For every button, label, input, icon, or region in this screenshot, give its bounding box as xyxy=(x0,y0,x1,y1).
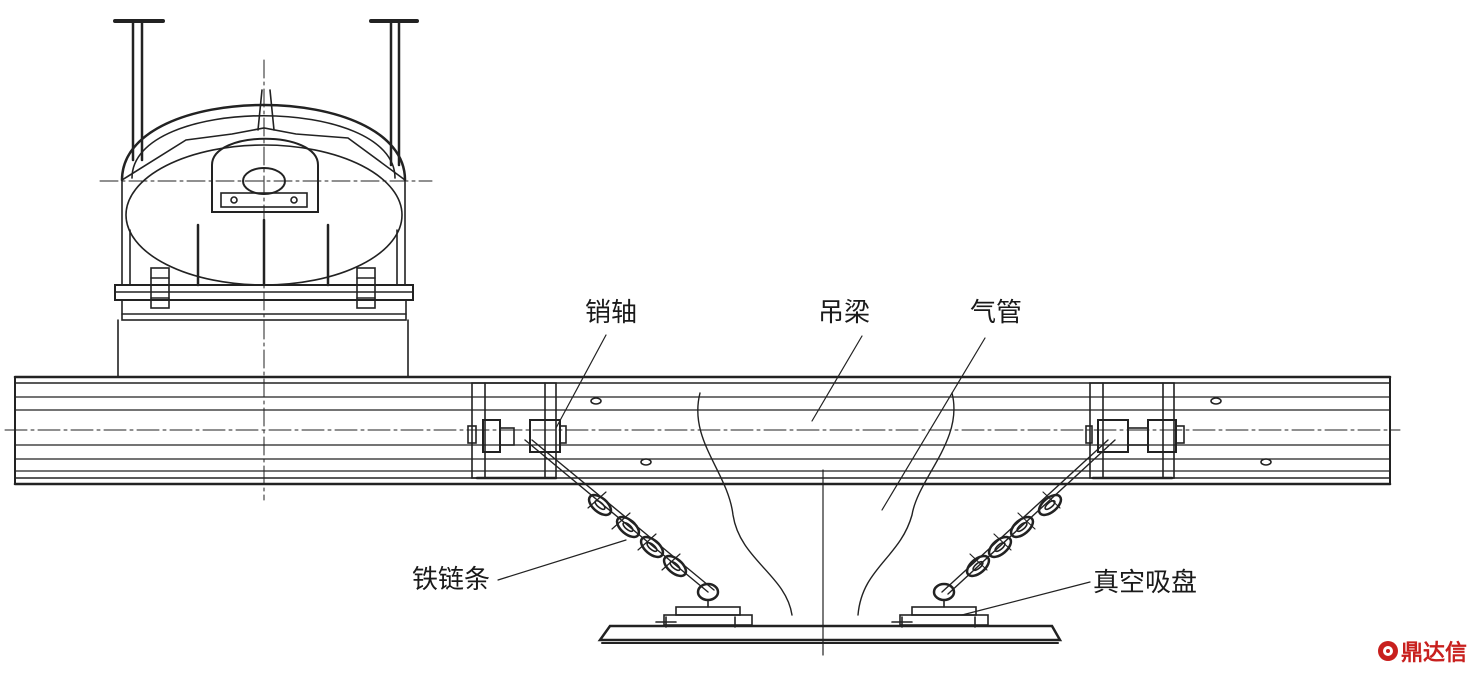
right-chain xyxy=(941,439,1116,595)
air-pipe xyxy=(697,392,955,656)
watermark: 鼎达信 xyxy=(1378,635,1467,667)
right-pin-bracket xyxy=(1085,382,1185,480)
leader-lines xyxy=(497,334,1091,616)
chain-label: 铁链条 xyxy=(412,565,491,595)
trolley xyxy=(99,19,433,501)
sucker-label: 真空吸盘 xyxy=(1093,568,1198,598)
lifting-beam xyxy=(4,375,1401,486)
vacuum-sucker xyxy=(597,582,1063,644)
watermark-text: 鼎达信 xyxy=(1401,641,1468,666)
logo-icon xyxy=(1378,641,1398,661)
left-chain xyxy=(524,439,715,593)
pipe-label: 气管 xyxy=(970,298,1023,328)
left-pin-bracket xyxy=(467,382,567,480)
beam-label: 吊梁 xyxy=(818,298,871,328)
pin-label: 销轴 xyxy=(585,298,638,328)
